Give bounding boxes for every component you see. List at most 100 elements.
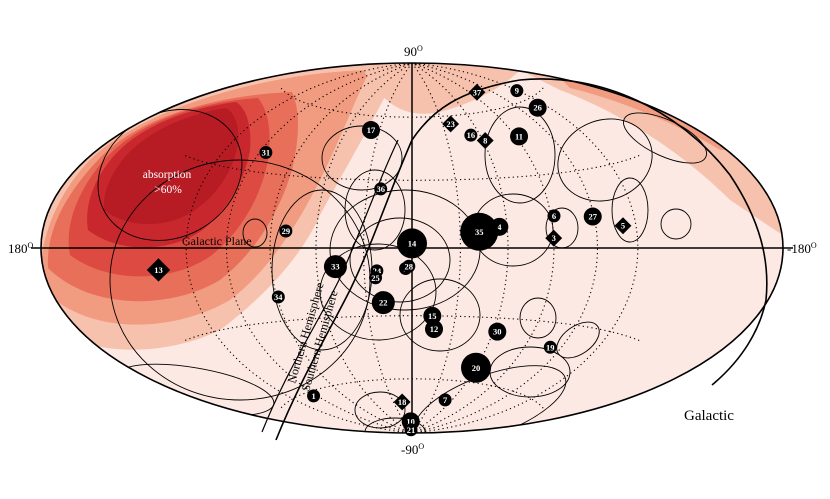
source-label: 26 <box>533 103 542 113</box>
coordinate-frame-label: Galactic <box>684 408 734 424</box>
source-circle <box>547 209 561 223</box>
right-axis-label: -180O <box>787 241 817 256</box>
source-marker-7: 7 <box>438 393 452 407</box>
source-marker-29: 29 <box>279 224 293 238</box>
source-diamond <box>545 229 563 247</box>
source-label: 34 <box>274 292 283 302</box>
source-marker-16: 16 <box>464 128 478 142</box>
source-circle <box>271 290 285 304</box>
source-marker-5: 5 <box>614 217 632 235</box>
source-circle <box>371 291 395 315</box>
source-marker-17: 17 <box>361 121 380 140</box>
source-circle <box>397 228 427 259</box>
source-label: 28 <box>405 261 414 271</box>
source-label: 21 <box>407 425 416 435</box>
source-marker-27: 27 <box>583 207 602 226</box>
source-circle <box>279 224 293 238</box>
source-markers: 1234567891011121314151617181920212223242… <box>146 83 632 437</box>
source-marker-14: 14 <box>397 228 427 259</box>
source-label: 36 <box>376 184 385 194</box>
source-marker-13: 13 <box>146 258 171 282</box>
absorption-north-band <box>360 63 520 114</box>
source-circle <box>307 389 321 403</box>
source-marker-26: 26 <box>528 98 547 117</box>
contour-15 <box>399 278 481 352</box>
bottom-axis-label: -90O <box>401 442 424 457</box>
source-circle <box>425 320 444 339</box>
contour-26 <box>623 112 707 164</box>
source-marker-15: 15 <box>423 306 442 325</box>
source-circle <box>461 352 492 383</box>
contour-29 <box>242 218 268 248</box>
contour-16 <box>484 106 556 204</box>
source-marker-34: 34 <box>271 290 285 304</box>
source-label: 27 <box>588 212 597 222</box>
longitude-line <box>315 63 413 433</box>
source-circle <box>464 128 478 142</box>
longitude-line <box>411 63 555 433</box>
contour-14-inner <box>349 217 451 303</box>
source-circle <box>438 393 452 407</box>
source-label: 25 <box>371 273 380 283</box>
source-circle <box>323 255 347 279</box>
contour-19 <box>556 321 600 359</box>
source-marker-9: 9 <box>510 84 524 98</box>
source-marker-3: 3 <box>545 229 563 247</box>
source-label: 6 <box>552 211 556 221</box>
source-marker-25: 25 <box>369 271 383 285</box>
contour-22 <box>319 243 437 341</box>
source-label: 37 <box>473 87 482 97</box>
source-marker-18: 18 <box>393 393 411 411</box>
source-diamond <box>614 217 632 235</box>
source-label: 30 <box>493 327 502 337</box>
source-circle <box>510 127 529 146</box>
contour-6 <box>611 177 649 243</box>
longitude-line <box>269 63 413 433</box>
source-label: 33 <box>331 262 340 272</box>
source-marker-33: 33 <box>323 255 347 279</box>
source-marker-8: 8 <box>476 132 494 149</box>
contour-27 <box>660 208 692 240</box>
source-label: 13 <box>154 265 163 275</box>
source-label: 23 <box>446 119 455 129</box>
source-circle <box>423 306 442 325</box>
source-circle <box>583 207 602 226</box>
source-label: 3 <box>552 233 556 243</box>
contour-36 <box>344 169 406 251</box>
hemisphere-boundary <box>275 78 768 441</box>
source-label: 29 <box>282 226 291 236</box>
source-label: 12 <box>430 324 439 334</box>
source-diamond <box>442 115 460 133</box>
source-label: 35 <box>475 227 484 237</box>
longitude-line <box>411 63 599 433</box>
source-label: 11 <box>515 131 523 141</box>
source-marker-19: 19 <box>543 340 557 354</box>
source-label: 22 <box>379 298 388 308</box>
absorption-level-6 <box>103 108 239 225</box>
source-circle <box>259 146 273 160</box>
source-marker-11: 11 <box>510 127 529 146</box>
source-marker-20: 20 <box>461 352 492 383</box>
source-label: 20 <box>472 363 481 373</box>
galactic-plane-label: Galactic Plane <box>182 234 252 248</box>
source-label: 10 <box>406 416 415 426</box>
source-circle <box>488 322 507 341</box>
source-circle <box>402 259 416 273</box>
source-circle <box>528 98 547 117</box>
source-label: 31 <box>262 148 271 158</box>
source-label: 14 <box>408 238 417 248</box>
left-axis-label: 180O <box>8 241 34 256</box>
source-marker-23: 23 <box>442 115 460 133</box>
source-label: 9 <box>515 86 519 96</box>
absorption-label: absorption <box>143 169 192 181</box>
source-marker-35: 35 <box>460 212 499 251</box>
source-diamond <box>393 393 411 411</box>
source-marker-12: 12 <box>425 320 444 339</box>
absorption-threshold-label: >60% <box>154 184 182 196</box>
source-diamond <box>468 83 486 101</box>
source-marker-6: 6 <box>547 209 561 223</box>
source-label: 7 <box>443 395 448 405</box>
source-diamond <box>476 132 494 149</box>
source-circle <box>510 84 524 98</box>
source-marker-36: 36 <box>374 182 388 196</box>
